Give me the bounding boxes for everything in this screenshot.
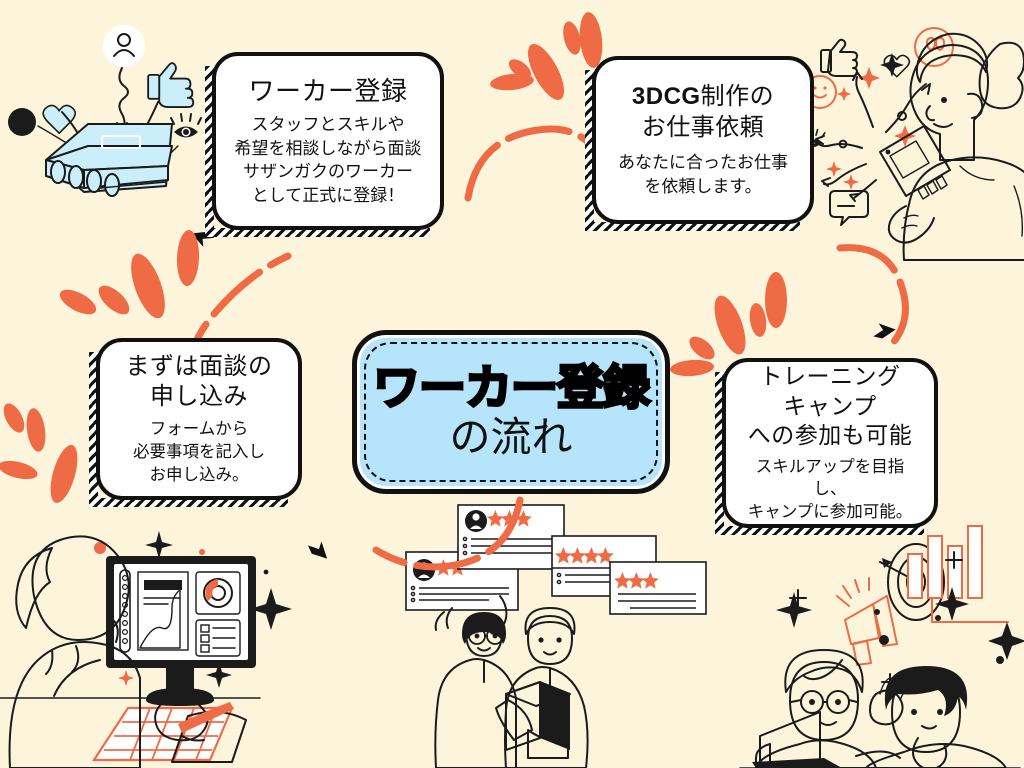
- card-title: ワーカー登録: [248, 75, 408, 106]
- woman-with-phone-illustration: [798, 27, 1024, 261]
- notebook-illustration: [8, 25, 202, 197]
- card-body: あなたに合ったお仕事 を依頼します。: [618, 153, 788, 196]
- card-title-lead: 3DCG: [631, 82, 701, 110]
- card-title: まずは面談の 申し込み: [125, 352, 273, 411]
- card-worker-registration[interactable]: ワーカー登録 スタッフとスキルや 希望を相談しながら面談 サザンガクのワーカー …: [205, 52, 444, 237]
- badge-sub-text: の流れ: [449, 413, 573, 460]
- arrow-register-to-job: [464, 125, 604, 202]
- reviews-illustration: [405, 504, 707, 768]
- card-title: トレーニング キャンプ への参加も可能: [747, 363, 913, 449]
- card-body: スキルアップを目指し、 キャンプに参加可能。: [747, 457, 913, 522]
- card-body: フォームから 必要事項を記入し お申し込み。: [133, 420, 265, 484]
- burst-top-center: [490, 12, 603, 100]
- center-badge-worker-registration-flow: ワーカー登録 の流れ: [352, 330, 670, 494]
- person-at-monitor-illustration: [0, 531, 292, 768]
- badge-main-text: ワーカー登録: [372, 360, 652, 416]
- card-training-camp[interactable]: トレーニング キャンプ への参加も可能 スキルアップを目指し、 キャンプに参加可…: [715, 358, 938, 535]
- card-3dcg-job-request[interactable]: 3DCG制作の お仕事依頼 あなたに合ったお仕事 を依頼します。: [585, 56, 814, 231]
- arrow-job-to-training: [836, 244, 909, 348]
- arrowhead-to-apply: [307, 541, 328, 559]
- card-interview-application[interactable]: まずは面談の 申し込み フォームから 必要事項を記入し お申し込み。: [89, 338, 302, 507]
- burst-far-left: [0, 403, 78, 503]
- burst-right: [670, 272, 787, 377]
- review-card: [609, 561, 707, 615]
- card-body: スタッフとスキルや 希望を相談しながら面談 サザンガクのワーカー として正式に登…: [234, 115, 422, 205]
- card-title: 3DCG制作の お仕事依頼: [632, 82, 774, 143]
- two-people-at-laptop-illustration: [739, 525, 1024, 768]
- arrowhead-to-training: [873, 323, 896, 339]
- arrow-badge-to-apply: [372, 496, 524, 571]
- burst-left: [59, 230, 200, 319]
